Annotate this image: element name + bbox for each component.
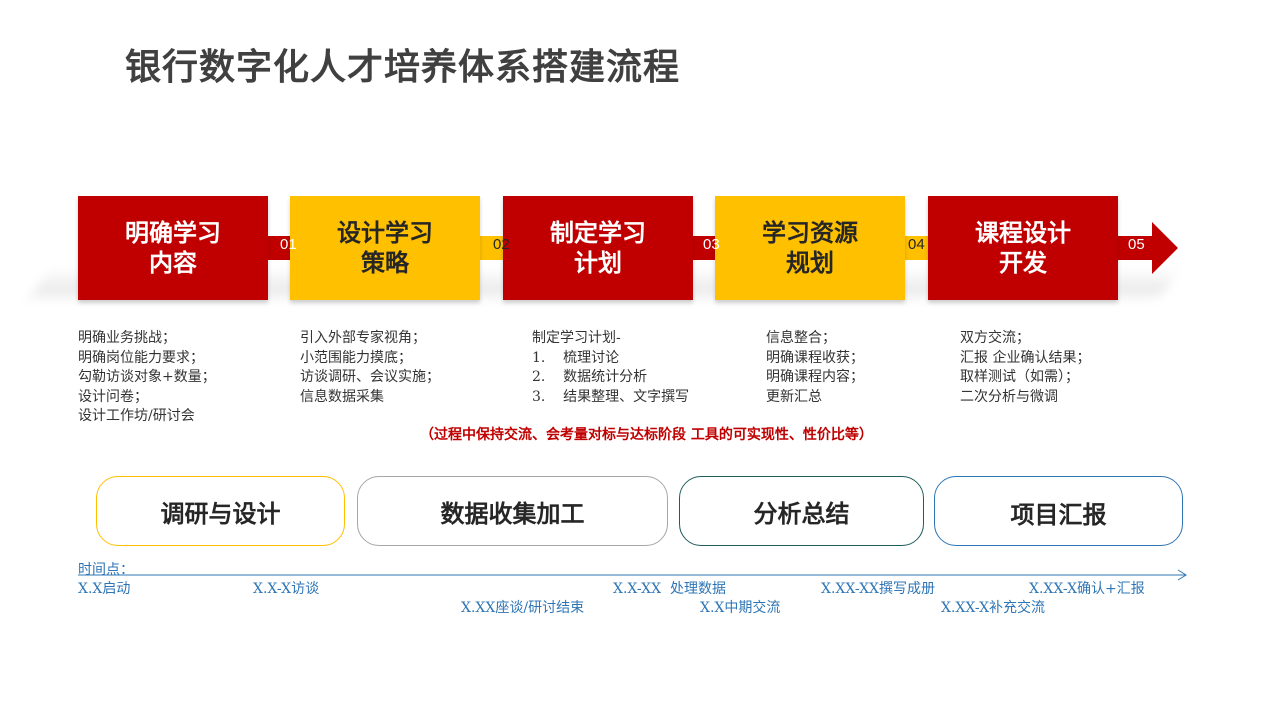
phase-label: 分析总结 (753, 499, 850, 528)
phase-label: 数据收集加工 (440, 499, 585, 528)
step-box-4: 学习资源 规划 (715, 196, 905, 300)
step-2-details: 引入外部专家视角； 小范围能力摸底； 访谈调研、会议实施； 信息数据采集 (300, 329, 440, 407)
detail-line: 信息整合； (766, 330, 836, 346)
phase-label: 项目汇报 (1010, 501, 1107, 529)
step-box-5: 课程设计 开发 (928, 196, 1118, 300)
phase-research-design: 调研与设计 (96, 476, 345, 546)
milestone-item: X.XX-X确认+汇报 (1029, 581, 1145, 597)
timeline-axis-arrow-icon (78, 569, 1187, 581)
detail-line: 设计工作坊/研讨会 (78, 408, 195, 424)
step-number-05: 05 (1128, 236, 1145, 253)
detail-line: 制定学习计划- (532, 330, 621, 346)
detail-line: 双方交流； (960, 330, 1030, 346)
detail-line: 取样测试（如需）； (960, 369, 1079, 385)
step-4-details: 信息整合； 明确课程收获； 明确课程内容； 更新汇总 (766, 329, 864, 407)
detail-line: 明确课程收获； (766, 349, 864, 366)
step-box-1: 明确学习 内容 (78, 196, 268, 300)
arrow-05-icon (1118, 222, 1178, 274)
detail-line: 二次分析与微调 (960, 388, 1058, 405)
phase-label: 调研与设计 (160, 499, 281, 528)
step-number-01: 01 (280, 236, 297, 253)
step-5-details: 双方交流； 汇报 企业确认结果； 取样测试（如需）； 二次分析与微调 (960, 329, 1090, 407)
milestone-item: X.X中期交流 (700, 600, 781, 616)
milestone-item: X.X启动 (78, 581, 131, 597)
detail-line: 信息数据采集 (300, 388, 384, 405)
step-box-3: 制定学习 计划 (503, 196, 693, 300)
step-number-04: 04 (908, 236, 925, 253)
detail-line: 汇报 企业确认结果； (960, 349, 1091, 366)
milestone-item: X.X-X访谈 (253, 581, 320, 597)
detail-line: 明确业务挑战； (78, 330, 176, 346)
detail-line: 设计问卷； (78, 388, 148, 405)
step-1-details: 明确业务挑战； 明确岗位能力要求； 勾勒访谈对象+数量； 设计问卷； 设计工作坊… (78, 329, 216, 427)
step-box-2: 设计学习 策略 (290, 196, 480, 300)
detail-line: 更新汇总 (766, 388, 822, 405)
step-number-03: 03 (703, 236, 720, 253)
detail-line: 引入外部专家视角； (300, 330, 426, 346)
process-note: （过程中保持交流、会考量对标与达标阶段 工具的可实现性、性价比等） (420, 427, 873, 443)
step-label-4: 学习资源 规划 (762, 219, 858, 277)
step-number-02: 02 (493, 236, 510, 253)
phase-analysis-summary: 分析总结 (679, 476, 924, 546)
detail-line: 3. 结果整理、文字撰写 (532, 388, 690, 405)
step-label-1: 明确学习 内容 (125, 219, 221, 277)
detail-line: 访谈调研、会议实施； (300, 369, 440, 385)
step-label-2: 设计学习 策略 (337, 219, 433, 277)
milestone-item: X.XX-X补充交流 (941, 600, 1046, 616)
phase-data-collection: 数据收集加工 (357, 476, 668, 546)
milestone-item: X.XX-XX撰写成册 (821, 581, 936, 597)
timeline-label: 时间点： (78, 562, 134, 578)
phase-project-report: 项目汇报 (934, 476, 1183, 546)
detail-line: 明确岗位能力要求； (78, 349, 204, 366)
step-3-details: 制定学习计划- 1. 梳理讨论 2. 数据统计分析 3. 结果整理、文字撰写 (532, 329, 689, 407)
milestone-item: X.XX座谈/研讨结束 (461, 600, 585, 616)
detail-line: 明确课程内容； (766, 369, 864, 385)
detail-line: 2. 数据统计分析 (532, 369, 648, 385)
step-label-5: 课程设计 开发 (975, 219, 1071, 277)
detail-line: 勾勒访谈对象+数量； (78, 369, 216, 385)
step-label-3: 制定学习 计划 (550, 219, 646, 277)
detail-line: 1. 梳理讨论 (532, 349, 620, 366)
detail-line: 小范围能力摸底； (300, 349, 412, 366)
page-title: 银行数字化人才培养体系搭建流程 (125, 47, 681, 88)
milestone-item: X.X-XX 处理数据 (613, 581, 726, 597)
